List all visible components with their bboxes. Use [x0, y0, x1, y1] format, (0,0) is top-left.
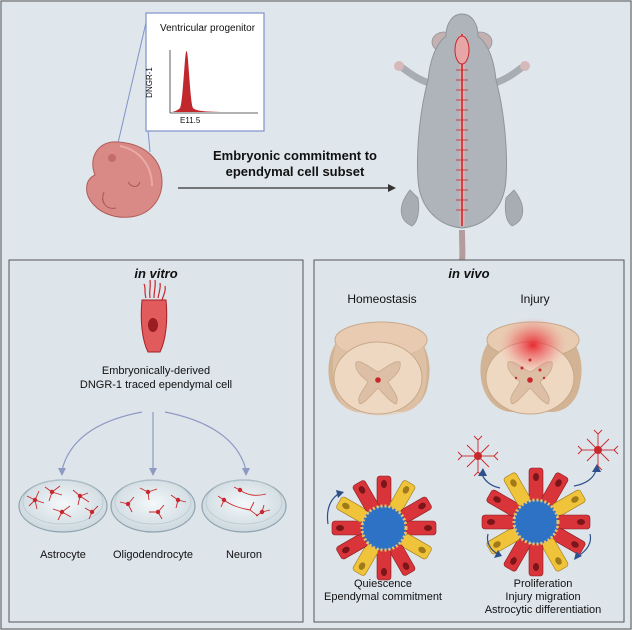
homeostasis-spinal-cord — [328, 321, 430, 416]
histogram-inset — [145, 12, 265, 132]
homeostasis-cycle-arrow — [326, 490, 344, 525]
commitment-label-line1: Embryonic commitment to — [213, 148, 377, 163]
ependymal-cell-icon — [140, 279, 168, 353]
homeostasis-label: Homeostasis — [347, 292, 417, 306]
histogram-title: Ventricular progenitor — [160, 23, 256, 34]
mouse-illustration — [394, 13, 530, 261]
homeostasis-ependymal-ring — [331, 475, 437, 581]
injury-label: Injury — [520, 292, 550, 306]
histogram-xlabel: E11.5 — [180, 116, 201, 125]
injury-caption-line1: Proliferation — [513, 578, 573, 590]
neuron-dish — [201, 479, 287, 533]
ependymal-cell-label-line1: Embryonically-derived — [101, 365, 211, 377]
injury-astrocyte-right — [577, 429, 619, 471]
homeostasis-caption-line2: Ependymal commitment — [324, 591, 442, 603]
injury-caption-line2: Injury migration — [505, 591, 581, 603]
dish-label-oligodendrocyte: Oligodendrocyte — [112, 549, 194, 561]
differentiation-arrows — [61, 411, 247, 471]
dish-label-neuron: Neuron — [225, 549, 263, 561]
commitment-label-line2: ependymal cell subset — [225, 164, 365, 179]
commitment-arrow — [178, 184, 396, 192]
ependymal-cell-label-line2: DNGR-1 traced ependymal cell — [79, 379, 233, 391]
injury-ependymal-ring — [481, 467, 591, 577]
histogram-zoom-lines — [117, 13, 151, 153]
astrocyte-dish — [18, 479, 108, 533]
in-vivo-title: in vivo — [448, 266, 490, 281]
embryo-illustration — [86, 141, 163, 218]
in-vitro-title: in vitro — [134, 266, 178, 281]
histogram-ylabel: DNGR-1 — [144, 67, 154, 98]
injury-caption-line3: Astrocytic differentiation — [484, 604, 602, 616]
homeostasis-caption-line1: Quiescence — [353, 578, 413, 590]
injury-spinal-cord — [480, 317, 582, 415]
dish-label-astrocyte: Astrocyte — [40, 549, 86, 561]
oligodendrocyte-dish — [110, 479, 196, 533]
